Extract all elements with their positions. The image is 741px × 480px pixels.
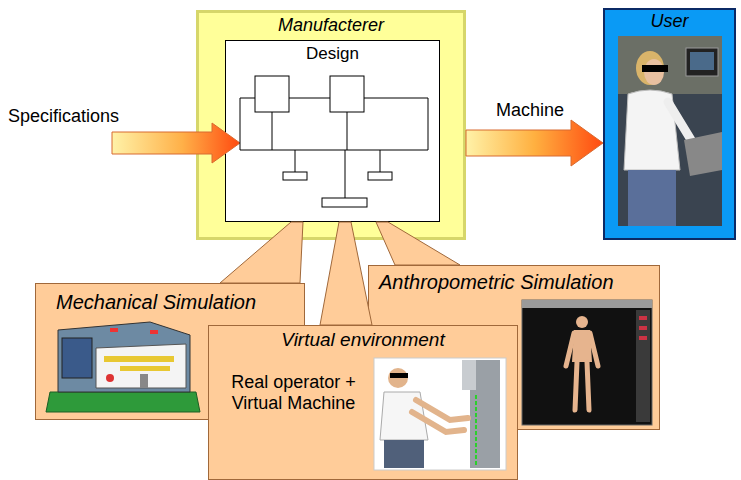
manikin-limbs: [566, 333, 598, 410]
simulation-box: Virtual environmentReal operator + Virtu…: [208, 325, 518, 480]
input-label: Specifications: [8, 106, 119, 128]
vr-operator-photo: [374, 358, 506, 470]
design-port: [283, 172, 307, 180]
machine-light: [150, 330, 158, 334]
eye-bar: [642, 65, 668, 72]
manufacturer-box: ManufactererDesign: [196, 10, 466, 240]
callout-wedge: [376, 222, 460, 265]
machine-light: [110, 328, 118, 332]
design-port: [368, 172, 392, 180]
bus-line: [380, 150, 381, 172]
machine-part: [140, 374, 148, 388]
bus-line: [240, 98, 428, 99]
machine-housing: [58, 322, 190, 392]
bus-line: [345, 150, 346, 198]
photo-ground: [618, 36, 722, 226]
shirt: [624, 90, 680, 170]
machine-part: [120, 366, 170, 371]
operator-arm: [416, 400, 468, 420]
photo-ground: [374, 358, 506, 470]
virtual-machine: [462, 360, 476, 390]
box-title: Virtual environment: [281, 329, 444, 352]
bus-line: [272, 112, 273, 150]
manikin-arm: [590, 333, 598, 366]
user-photo: [618, 36, 722, 226]
callout-wedge: [320, 222, 372, 325]
virtual-machine: [470, 360, 500, 468]
box-title: Mechanical Simulation: [56, 290, 256, 314]
operator-head: [388, 368, 408, 388]
design-block: [255, 76, 289, 112]
box-title: Anthropometric Simulation: [379, 270, 614, 294]
bus-line: [240, 98, 241, 150]
anthropometric-screenshot: [522, 300, 652, 425]
photo-machine: [618, 36, 722, 94]
body-text: Real operator + Virtual Machine: [221, 372, 366, 415]
operator-arm: [412, 412, 464, 432]
jeans: [628, 170, 676, 226]
box-title: User: [650, 11, 688, 33]
input-arrow: [112, 123, 240, 163]
machine-part: [104, 356, 174, 362]
eye-bar: [390, 373, 408, 378]
label-holder: Specifications: [8, 106, 119, 128]
design-schematic: [240, 76, 428, 207]
operator-shirt: [380, 392, 428, 440]
manikin-arm: [566, 333, 574, 366]
panel-mark: [639, 336, 647, 340]
edge-label: Machine: [496, 100, 564, 122]
flow-arrow: [466, 120, 603, 166]
face: [644, 59, 664, 85]
bus-line: [347, 112, 348, 150]
arm: [668, 102, 706, 148]
panel-mark: [639, 316, 647, 320]
box-title: Design: [306, 44, 359, 64]
manikin-leg: [575, 362, 577, 410]
control-panel: [62, 338, 92, 378]
edge-label-holder: Machine: [496, 100, 564, 122]
design-port: [322, 198, 367, 207]
hair: [636, 51, 664, 85]
bus-line: [295, 150, 296, 172]
bus-line: [428, 98, 429, 150]
user-box: User: [603, 8, 736, 240]
design-block: [330, 76, 364, 112]
operator-pants: [384, 440, 424, 468]
laser-line: [475, 395, 477, 466]
bus-line: [240, 150, 428, 151]
machine-cutaway: [96, 344, 186, 388]
screen-bar: [522, 300, 652, 308]
manikin-head: [576, 316, 588, 328]
machine-base: [46, 392, 200, 412]
box-title: Manufacterer: [278, 15, 384, 37]
screen: [522, 300, 652, 425]
monitor: [686, 48, 718, 76]
monitor-screen: [690, 52, 714, 70]
screen-panel: [636, 310, 650, 422]
manikin-torso: [572, 330, 592, 362]
design-box: Design: [225, 40, 440, 222]
console: [684, 132, 722, 176]
panel-mark: [639, 326, 647, 330]
callout-wedge: [220, 222, 303, 283]
manikin-leg: [587, 362, 589, 410]
machine-light: [106, 374, 114, 382]
machine-illustration: [46, 322, 200, 412]
